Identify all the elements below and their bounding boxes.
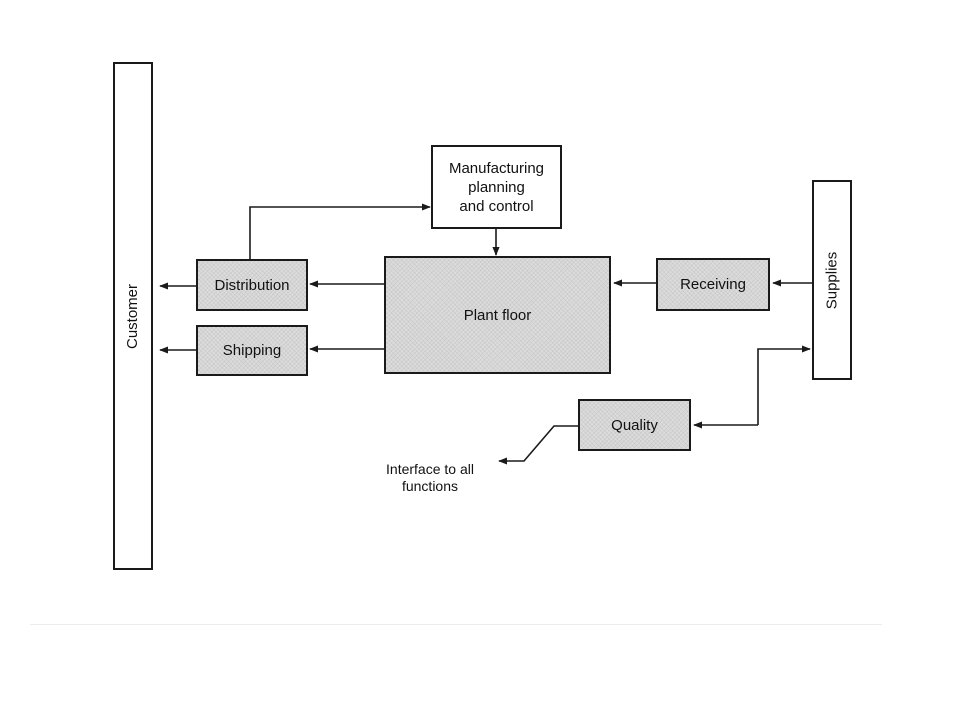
quality-label: Quality	[611, 416, 658, 434]
divider	[30, 624, 882, 625]
shipping-label: Shipping	[222, 342, 282, 359]
customer-label: Customer	[124, 283, 142, 349]
receiving-label: Receiving	[680, 276, 746, 293]
plant-floor-node: Plant floor	[384, 256, 611, 374]
interface-annotation-line2: functions	[401, 478, 459, 494]
arrow-distribution-to-planning	[249, 203, 431, 259]
manufacturing-label-line1: Manufacturing	[448, 159, 545, 177]
interface-annotation: Interface to all functions	[360, 461, 500, 495]
interface-annotation-line1: Interface to all	[386, 461, 474, 477]
customer-node: Customer	[113, 62, 153, 570]
receiving-node: Receiving	[656, 258, 770, 311]
distribution-node: Distribution	[196, 259, 308, 311]
supplies-label: Supplies	[823, 251, 841, 309]
manufacturing-planning-node: Manufacturing planning and control	[431, 145, 562, 229]
manufacturing-label-line3: and control	[459, 197, 534, 215]
distribution-label: Distribution	[214, 276, 290, 294]
quality-node: Quality	[578, 399, 691, 451]
plant-floor-label: Plant floor	[463, 306, 532, 324]
arrow-quality-to-supplies	[757, 345, 811, 425]
supplies-node: Supplies	[812, 180, 852, 380]
shipping-node: Shipping	[196, 325, 308, 376]
arrow-quality-to-interface	[498, 425, 580, 465]
manufacturing-label-line2: planning	[468, 178, 525, 196]
